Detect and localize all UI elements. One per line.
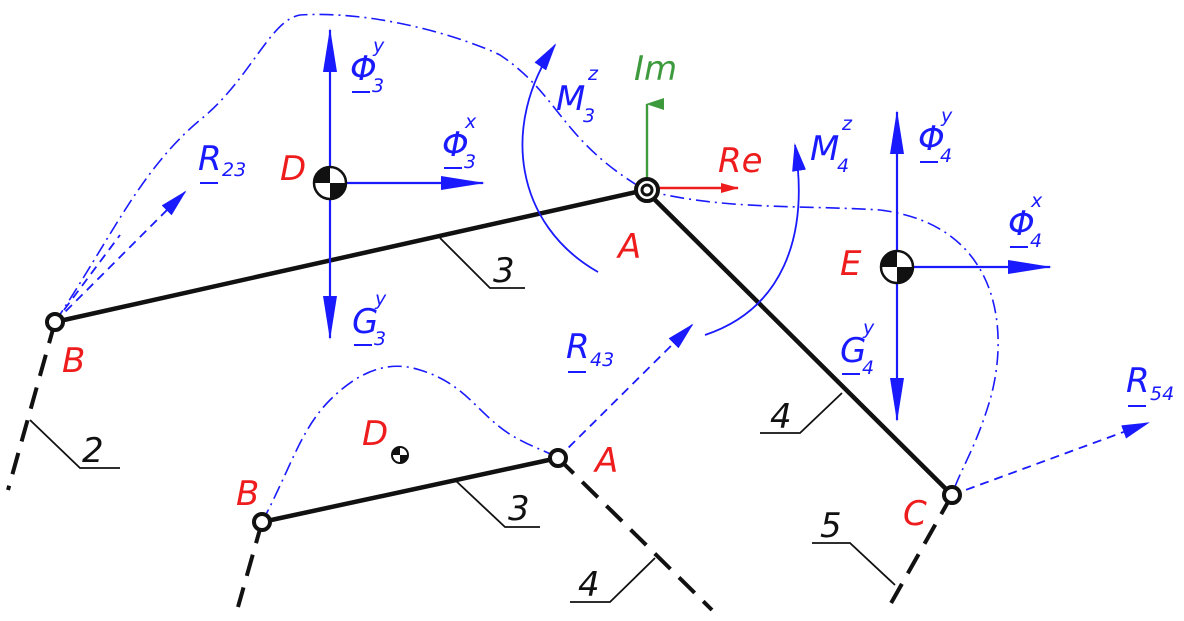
label-r23: R 23 [198, 139, 246, 184]
link5-line [888, 494, 954, 606]
link4-leader [760, 392, 843, 434]
label-b-bottom: B [236, 474, 259, 514]
svg-text:z: z [841, 113, 853, 135]
label-link2: 2 [82, 431, 104, 471]
svg-text:R: R [1126, 361, 1150, 401]
svg-text:Φ: Φ [442, 125, 469, 165]
com-e-icon [879, 249, 915, 285]
label-a-top: A [616, 227, 641, 267]
link3-contour-bottom [261, 365, 559, 523]
m4z-arc [704, 143, 806, 336]
svg-text:54: 54 [1150, 383, 1174, 405]
label-link5: 5 [820, 506, 842, 546]
link5-leader [812, 542, 896, 586]
label-b-top: B [62, 341, 85, 381]
label-re: Re [718, 141, 763, 181]
svg-text:y: y [862, 317, 875, 339]
svg-text:x: x [1030, 190, 1043, 212]
joint-a-bottom [548, 448, 568, 468]
label-link3-bottom: 3 [508, 489, 530, 529]
link3-contour [54, 13, 646, 323]
svg-text:R: R [198, 139, 222, 179]
svg-text:43: 43 [590, 349, 614, 371]
svg-text:G: G [352, 302, 378, 342]
svg-text:x: x [464, 111, 477, 133]
link3-line [54, 187, 646, 325]
joint-c [942, 485, 962, 505]
svg-text:y: y [374, 288, 387, 310]
svg-text:Φ: Φ [350, 49, 377, 89]
label-r43: R 43 [566, 327, 614, 373]
label-m4z: M 4 z [810, 113, 853, 177]
svg-text:4: 4 [862, 357, 874, 379]
link3-line-bottom [261, 455, 559, 525]
svg-text:z: z [587, 63, 599, 85]
label-phi3x: Φ 3 x [442, 111, 477, 173]
svg-text:4: 4 [940, 145, 952, 167]
label-c: C [903, 494, 927, 534]
link3-leader [439, 237, 525, 289]
m3z-arc [521, 43, 599, 273]
svg-text:M: M [810, 129, 839, 169]
label-e: E [840, 244, 862, 284]
label-g3y: G 3 y [352, 288, 387, 350]
r23-guide [54, 234, 121, 323]
svg-text:y: y [940, 105, 953, 127]
link-lower-b-dashed [236, 521, 264, 608]
svg-text:3: 3 [374, 328, 386, 350]
svg-text:23: 23 [222, 159, 246, 181]
joint-a-top [634, 177, 660, 203]
svg-text:R: R [566, 327, 590, 367]
label-phi4y: Φ 4 y [918, 105, 953, 167]
label-phi3y: Φ 3 y [350, 35, 385, 97]
svg-text:G: G [840, 331, 866, 371]
link4-contour [644, 189, 999, 496]
r43-vector [557, 323, 694, 459]
label-d-top: D [280, 149, 306, 189]
label-im: Im [634, 49, 677, 89]
r54-vector [951, 422, 1150, 496]
svg-text:Φ: Φ [1008, 204, 1035, 244]
label-m3z: M 3 z [556, 63, 599, 127]
svg-text:4: 4 [1030, 230, 1042, 252]
link2-line [6, 321, 57, 491]
svg-text:3: 3 [464, 151, 476, 173]
label-link3-top: 3 [493, 251, 515, 291]
label-d-bottom: D [362, 414, 388, 454]
label-link4-top: 4 [770, 397, 792, 437]
link4-leader-bottom [570, 557, 656, 603]
com-d-icon [312, 165, 348, 201]
svg-text:y: y [372, 35, 385, 57]
label-phi4x: Φ 4 x [1008, 190, 1043, 252]
label-r54: R 54 [1126, 361, 1174, 407]
svg-text:Φ: Φ [918, 119, 945, 159]
r23-vector [54, 190, 187, 323]
joint-b-top [45, 312, 65, 332]
link3-leader-bottom [454, 479, 540, 528]
svg-text:M: M [556, 79, 585, 119]
com-d-bottom-icon [391, 446, 409, 464]
svg-text:3: 3 [583, 105, 595, 127]
svg-text:4: 4 [837, 155, 849, 177]
link4-line [643, 188, 954, 497]
svg-text:3: 3 [372, 75, 384, 97]
label-a-bottom: A [593, 441, 618, 481]
label-g4y: G 4 y [840, 317, 875, 379]
joint-b-bottom [252, 512, 272, 532]
link4-line-bottom [556, 456, 714, 612]
link2-leader [29, 419, 120, 469]
label-link4-bottom: 4 [578, 565, 600, 605]
